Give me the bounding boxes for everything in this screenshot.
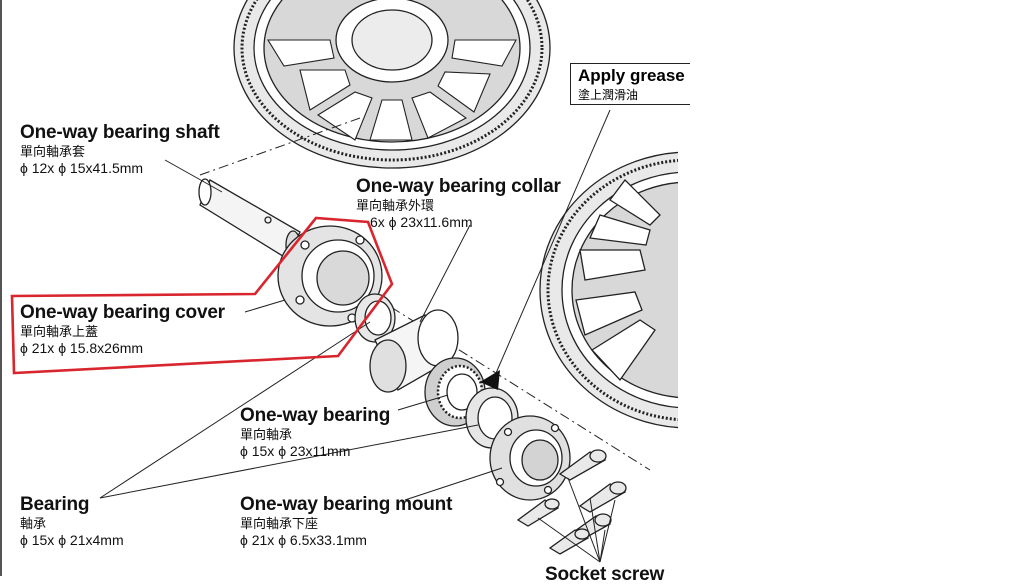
- label-collar-en: One-way bearing collar: [356, 176, 561, 197]
- label-screw: Socket screw: [545, 564, 678, 586]
- grease-callout: Apply grease 塗上潤滑油: [570, 63, 690, 105]
- label-collar-dim: 6x ϕ 23x11.6mm: [370, 213, 473, 230]
- label-cover-dim: ϕ 21x ϕ 15.8x26mm: [20, 339, 144, 356]
- label-oneway-bearing-dim: ϕ 15x ϕ 23x11mm: [240, 442, 351, 459]
- label-cover-en: One-way bearing cover: [20, 302, 225, 323]
- label-shaft-dim: ϕ 12x ϕ 15x41.5mm: [20, 159, 144, 176]
- label-cover-zh: 單向軸承上蓋: [20, 323, 99, 339]
- label-oneway-bearing: One-way bearing 單向軸承 ϕ 15x ϕ 23x11mm: [240, 405, 390, 459]
- label-shaft-zh: 單向軸承套: [20, 143, 86, 159]
- label-bearing-dim: ϕ 15x ϕ 21x4mm: [20, 531, 124, 548]
- leader-lines: [99, 159, 616, 563]
- main-gear-right: [539, 151, 678, 429]
- left-border: [0, 0, 2, 576]
- collar-part: [369, 309, 459, 393]
- main-gear-top: [233, 0, 551, 169]
- label-mount-dim: ϕ 21x ϕ 6.5x33.1mm: [240, 531, 367, 548]
- label-screw-en: Socket screw: [545, 564, 665, 585]
- label-bearing-en: Bearing: [20, 494, 90, 515]
- blank-area: [678, 0, 1024, 576]
- label-oneway-bearing-zh: 單向軸承: [240, 426, 293, 442]
- label-shaft: One-way bearing shaft 單向軸承套 ϕ 12x ϕ 15x4…: [20, 122, 220, 176]
- label-mount-en: One-way bearing mount: [240, 494, 453, 515]
- label-mount-zh: 單向軸承下座: [240, 515, 319, 531]
- mount-part: [489, 415, 571, 501]
- grease-callout-en: Apply grease: [578, 66, 685, 85]
- label-shaft-en: One-way bearing shaft: [20, 122, 220, 143]
- label-bearing: Bearing 軸承 ϕ 15x ϕ 21x4mm: [20, 494, 124, 548]
- label-cover: One-way bearing cover 單向軸承上蓋 ϕ 21x ϕ 15.…: [20, 302, 225, 356]
- label-bearing-zh: 軸承: [20, 515, 47, 531]
- label-mount: One-way bearing mount 單向軸承下座 ϕ 21x ϕ 6.5…: [240, 494, 452, 548]
- grease-arrow: [480, 109, 611, 390]
- cover-part: [277, 225, 383, 327]
- shaft-part: [198, 178, 301, 260]
- label-oneway-bearing-en: One-way bearing: [240, 405, 391, 426]
- socket-screws: [516, 449, 627, 555]
- label-collar-zh: 單向軸承外環: [356, 197, 435, 213]
- highlight-outline: [10, 216, 394, 375]
- grease-callout-zh: 塗上潤滑油: [578, 88, 639, 102]
- label-collar: One-way bearing collar 單向軸承外環 6x ϕ 23x11…: [356, 176, 561, 230]
